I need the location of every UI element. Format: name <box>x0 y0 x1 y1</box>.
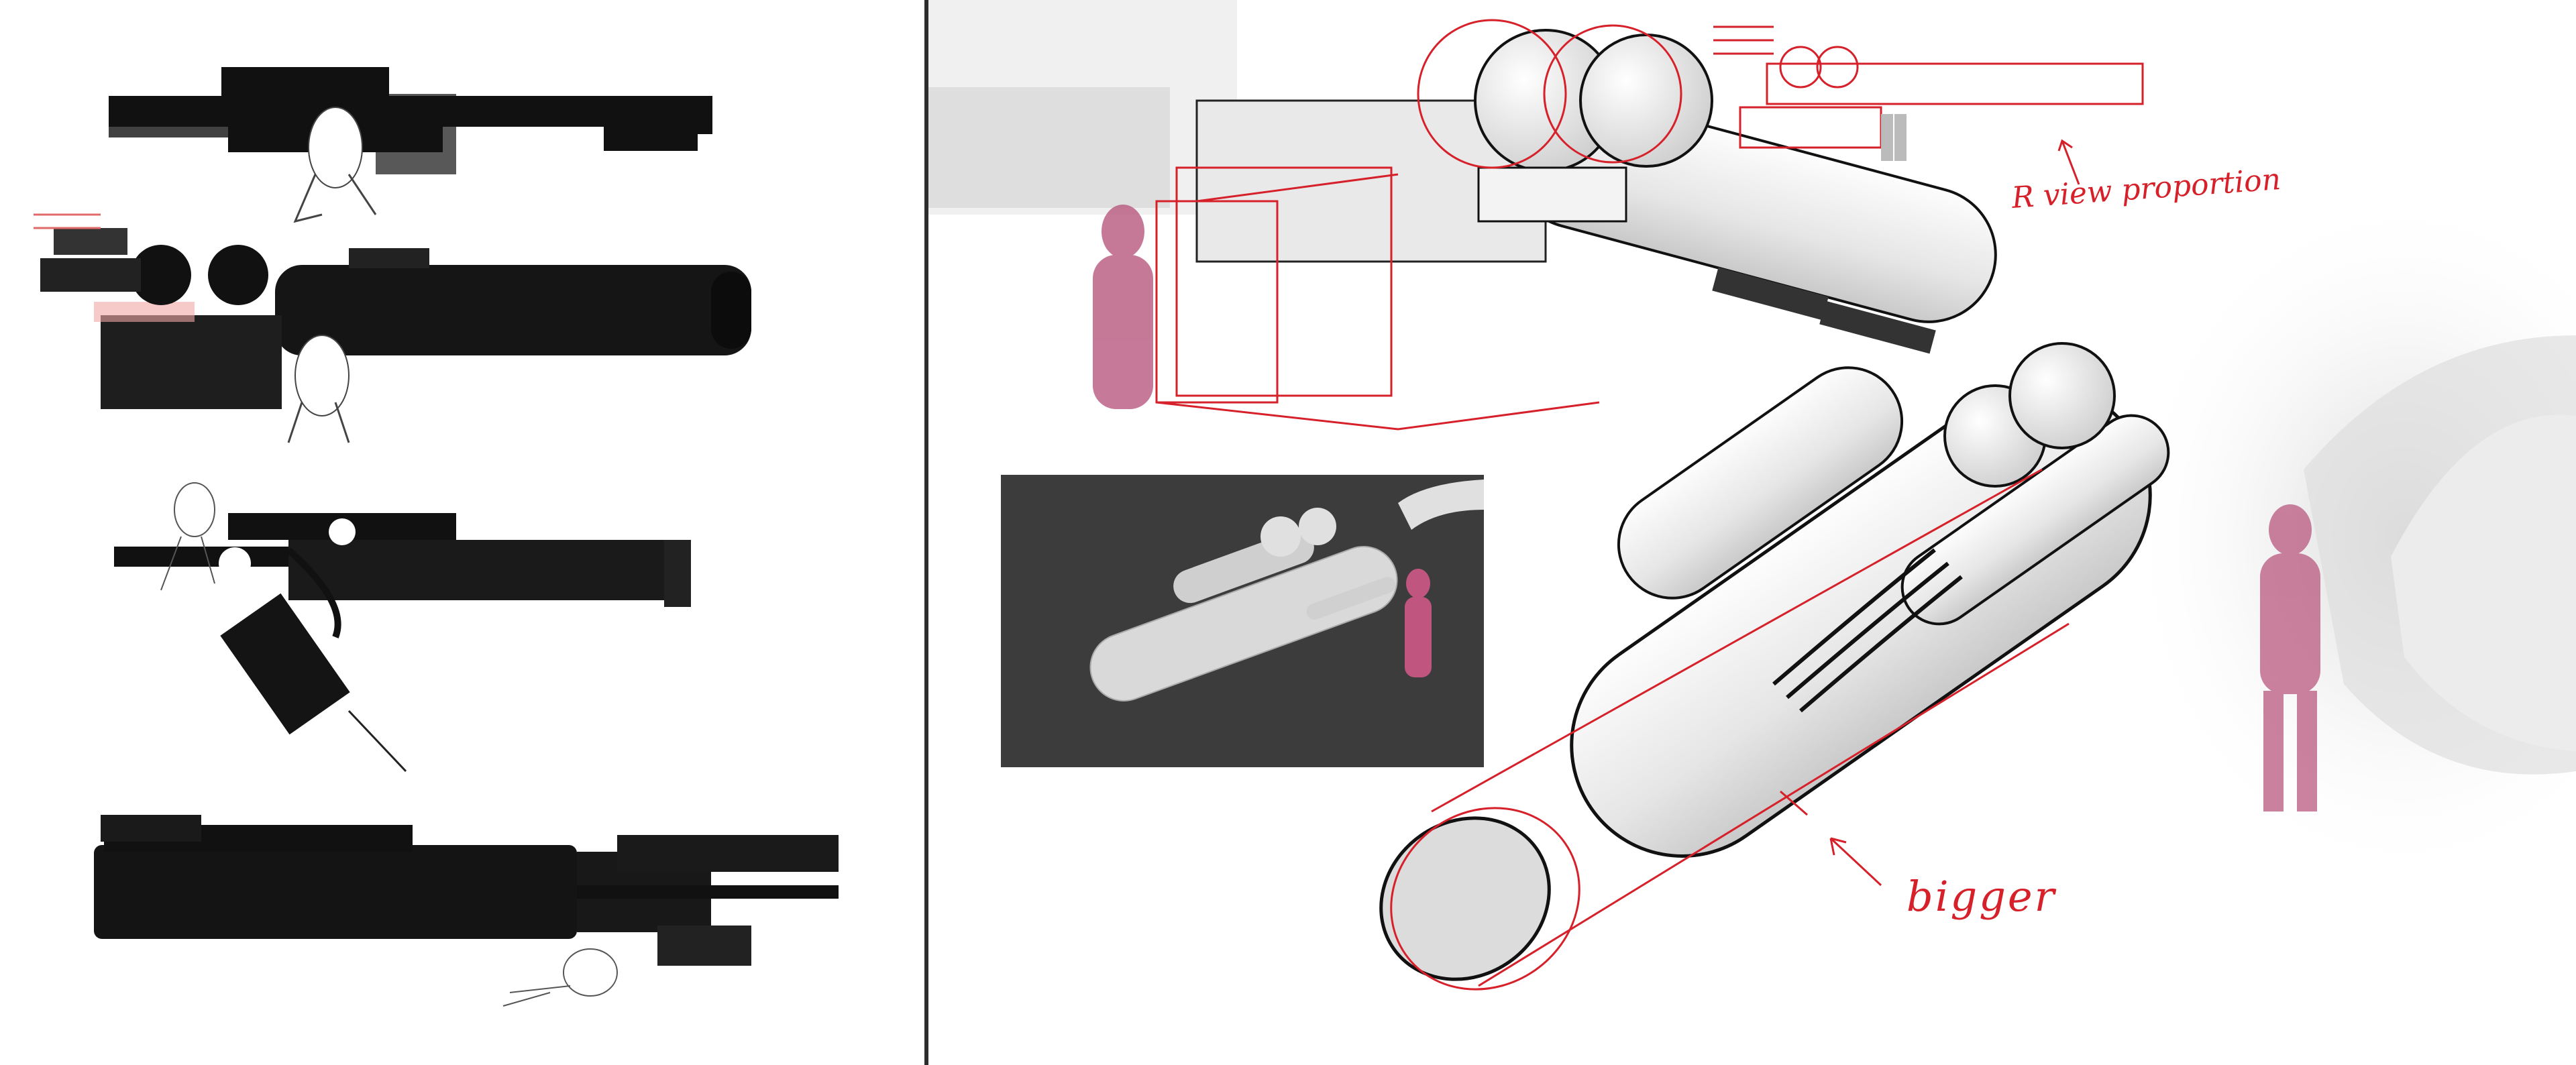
silhouette-thumbnail-4 <box>94 815 839 1007</box>
red-overpaint-lower <box>1390 468 2070 991</box>
concept-panel: R view proportion bigger <box>928 0 2576 1065</box>
panel-divider <box>924 0 928 1065</box>
bigger-arrow <box>1829 837 1882 887</box>
red-overpaint-upper <box>1155 19 1682 431</box>
silhouette-thumbnail-2 <box>34 213 751 443</box>
background-structure <box>928 0 2576 885</box>
bigger-note: bigger <box>1907 872 2057 921</box>
scale-figure-right <box>2260 504 2320 811</box>
silhouette-sketches <box>34 67 839 1007</box>
silhouette-thumbnail-3 <box>114 482 691 773</box>
scale-figure-left <box>1093 205 1153 409</box>
silhouette-thumbnail-1 <box>109 67 712 223</box>
thumbnail-panel <box>0 0 924 1065</box>
main-cannon <box>1379 342 2170 981</box>
concept-render <box>928 0 2576 991</box>
proportion-thumbnail-figure <box>1881 114 1907 161</box>
inset-render <box>1001 475 1484 767</box>
upper-cannon <box>1195 29 1997 354</box>
